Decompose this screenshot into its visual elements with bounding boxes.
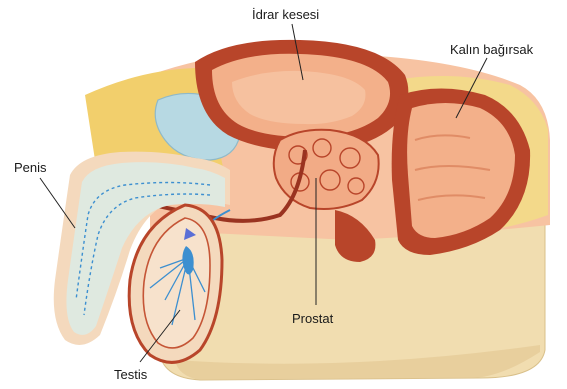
label-colon: Kalın bağırsak bbox=[450, 43, 533, 56]
label-bladder: İdrar kesesi bbox=[252, 8, 319, 21]
label-penis: Penis bbox=[14, 161, 47, 174]
label-prostate: Prostat bbox=[292, 312, 333, 325]
prostate-gland bbox=[274, 130, 379, 209]
label-testis: Testis bbox=[114, 368, 147, 381]
